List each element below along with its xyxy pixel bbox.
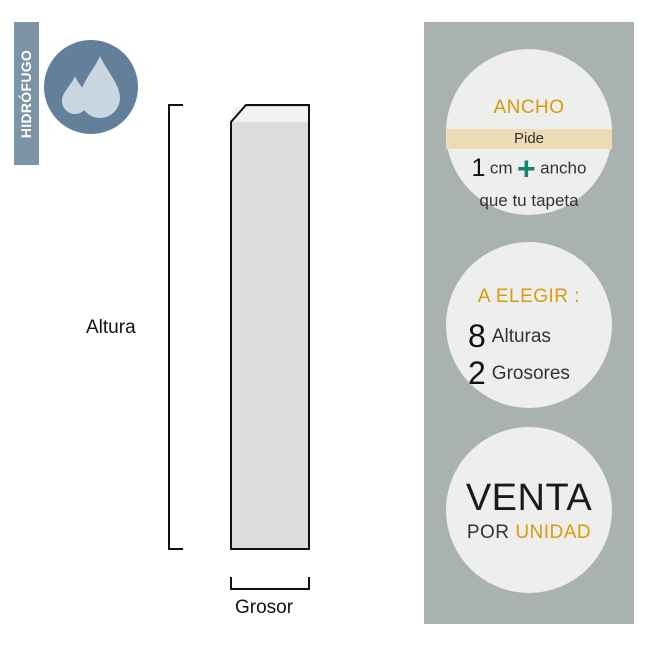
height-label: Altura xyxy=(86,317,136,338)
width-unit: cm xyxy=(489,158,513,178)
thickness-bracket xyxy=(230,577,310,590)
thickness-label: Grosor xyxy=(235,597,294,618)
choose-title: A ELEGIR : xyxy=(477,286,581,307)
plus-icon: + xyxy=(517,150,536,187)
sale-subtitle: POR UNIDAD xyxy=(446,522,612,544)
width-subtitle: que tu tapeta xyxy=(479,191,579,210)
hidrofugo-badge: HIDRÓFUGO xyxy=(14,22,39,165)
profile-diagram xyxy=(168,104,310,590)
sale-info-circle: VENTA POR UNIDAD xyxy=(446,427,612,593)
width-info-circle: ANCHO Pide 1 cm + ancho que tu tapeta xyxy=(446,49,612,215)
water-drops-icon xyxy=(44,40,138,134)
width-formula: 1 cm + ancho xyxy=(446,153,612,185)
heights-count: 8 xyxy=(468,318,486,354)
baseboard-profile xyxy=(230,104,310,550)
sale-prefix: POR xyxy=(466,522,510,543)
thickness-count: 2 xyxy=(468,355,486,391)
thickness-options-label: Grosores xyxy=(491,362,570,384)
width-band: Pide xyxy=(446,129,612,149)
heights-label: Alturas xyxy=(491,325,551,347)
width-title: ANCHO xyxy=(493,97,565,118)
height-bracket xyxy=(168,104,183,550)
sale-title: VENTA xyxy=(465,477,593,519)
info-panel: ANCHO Pide 1 cm + ancho que tu tapeta A … xyxy=(424,22,634,624)
width-number: 1 xyxy=(471,154,486,182)
sale-accent: UNIDAD xyxy=(515,522,592,543)
width-word: ancho xyxy=(540,158,587,178)
